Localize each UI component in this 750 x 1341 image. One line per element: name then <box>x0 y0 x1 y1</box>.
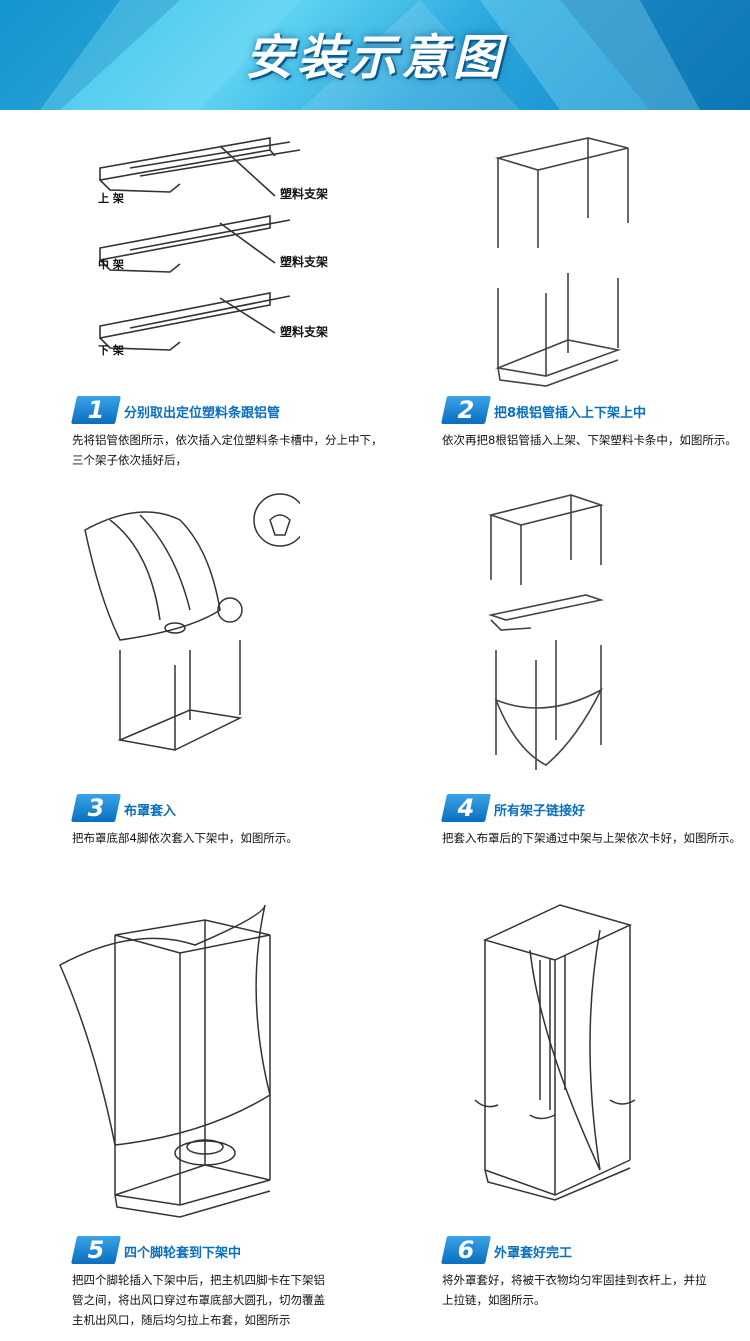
label-top-frame: 上 架 <box>98 191 124 205</box>
label-middle-frame: 中 架 <box>98 257 124 271</box>
step-description: 将外罩套好，将被干衣物均匀牢固挂到衣杆上，并拉上拉链，如图所示。 <box>442 1273 707 1307</box>
step-number-badge: 6 <box>441 1236 491 1264</box>
title-banner: 安装示意图 <box>0 0 750 110</box>
step-description: 把布罩底部4脚依次套入下架中，如图所示。 <box>72 831 298 845</box>
step-number-badge: 1 <box>71 396 121 424</box>
page-title: 安装示意图 <box>244 30 505 86</box>
step-title: 外罩套好完工 <box>494 1246 573 1261</box>
callout-plastic-bracket-1: 塑料支架 <box>280 186 328 201</box>
step-number-badge: 4 <box>441 794 491 822</box>
step-title: 所有架子链接好 <box>494 804 586 819</box>
tubes-illustration <box>494 137 629 387</box>
frames-illustration: 上 架 中 架 下 架 塑料支架 塑料支架 塑料支架 <box>98 137 328 357</box>
step-number-badge: 3 <box>71 794 121 822</box>
step-title: 把8根铝管插入上下架上中 <box>494 406 647 421</box>
step-title: 四个脚轮套到下架中 <box>124 1246 242 1261</box>
step-number-badge: 5 <box>71 1236 121 1264</box>
cover-bottom-illustration <box>84 493 300 751</box>
step-title: 布罩套入 <box>124 804 177 819</box>
heater-casters-illustration <box>59 904 271 1218</box>
banner-geometric-background <box>0 0 750 110</box>
step-description: 先将铝管依图所示，依次插入定位塑料条卡槽中，分上中下，三个架子依次插好后， <box>72 433 383 467</box>
step-title: 分别取出定位塑料条跟铝管 <box>124 406 281 421</box>
finished-wardrobe-illustration <box>474 904 636 1201</box>
frames-linked-illustration <box>487 494 605 770</box>
step-description: 把套入布罩后的下架通过中架与上架依次卡好，如图所示。 <box>442 831 741 845</box>
label-bottom-frame: 下 架 <box>98 343 124 357</box>
callout-plastic-bracket-2: 塑料支架 <box>280 254 328 269</box>
step-description: 依次再把8根铝管插入上架、下架塑料卡条中，如图所示。 <box>442 433 737 447</box>
step-description: 把四个脚轮插入下架中后，把主机四脚卡在下架铝管之间，将出风口穿过布罩底部大圆孔，… <box>72 1273 325 1327</box>
callout-plastic-bracket-3: 塑料支架 <box>280 324 328 339</box>
step-number-badge: 2 <box>441 396 491 424</box>
